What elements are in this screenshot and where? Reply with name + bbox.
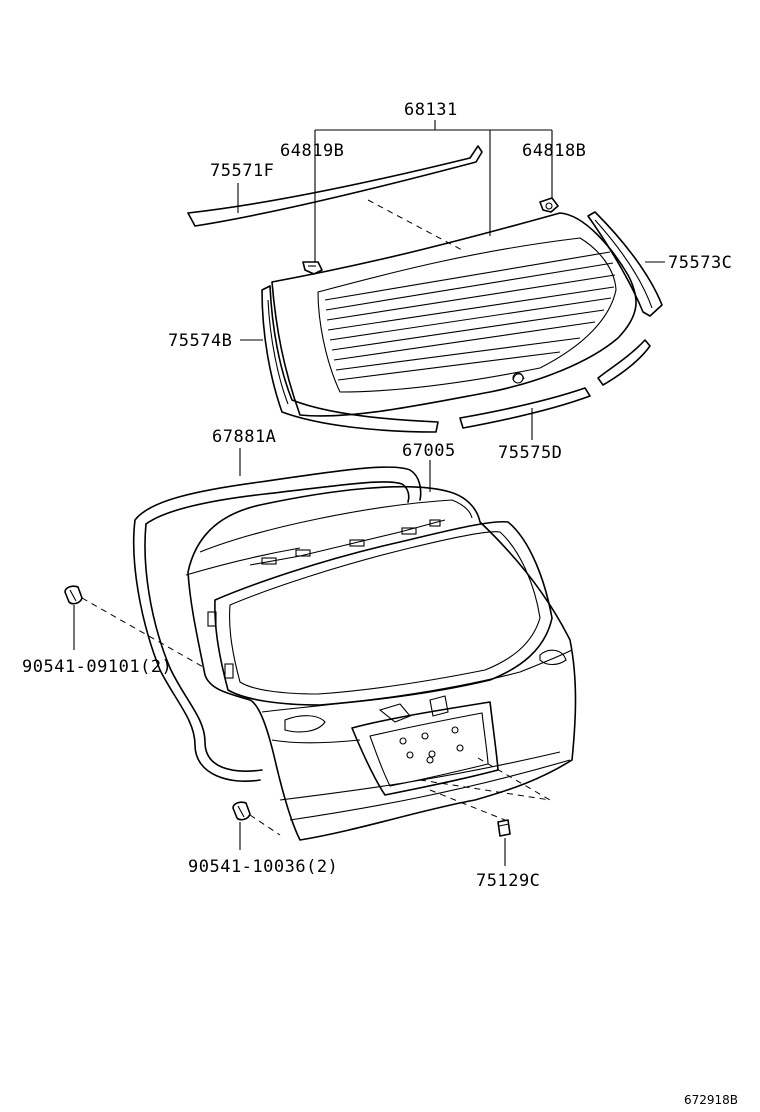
label-64818B: 64818B [522,141,586,161]
label-75571F: 75571F [210,161,274,181]
label-75575D: 75575D [498,443,562,463]
figure-code: 672918B [684,1093,738,1107]
label-64819B: 64819B [280,141,344,161]
label-75129C: 75129C [476,871,540,891]
label-68131: 68131 [404,100,458,120]
label-75574B: 75574B [168,331,232,351]
label-67881A: 67881A [212,427,276,447]
side-molding-left [261,285,439,433]
leader-lines-lower [73,448,506,866]
label-75573C: 75573C [668,253,732,273]
dashed-guide-molding [367,199,463,251]
clip-right [539,197,559,213]
side-molding-right [587,211,663,317]
bumper-stopper-lower [232,801,251,821]
back-door-panel [185,485,577,841]
label-67005: 67005 [402,441,456,461]
dashed-guides-lower [81,597,551,836]
upper-spoiler-molding [187,145,483,227]
label-90541-09101: 90541-09101(2) [22,657,172,677]
defroster-lines [324,251,616,381]
clip-left [302,261,323,275]
leader-lines-upper [237,120,665,440]
weatherstrip [132,466,422,782]
license-clip [497,819,511,837]
label-90541-10036: 90541-10036(2) [188,857,338,877]
back-window-glass [271,212,637,417]
lower-molding [459,387,591,429]
bumper-stopper-upper [64,585,83,605]
